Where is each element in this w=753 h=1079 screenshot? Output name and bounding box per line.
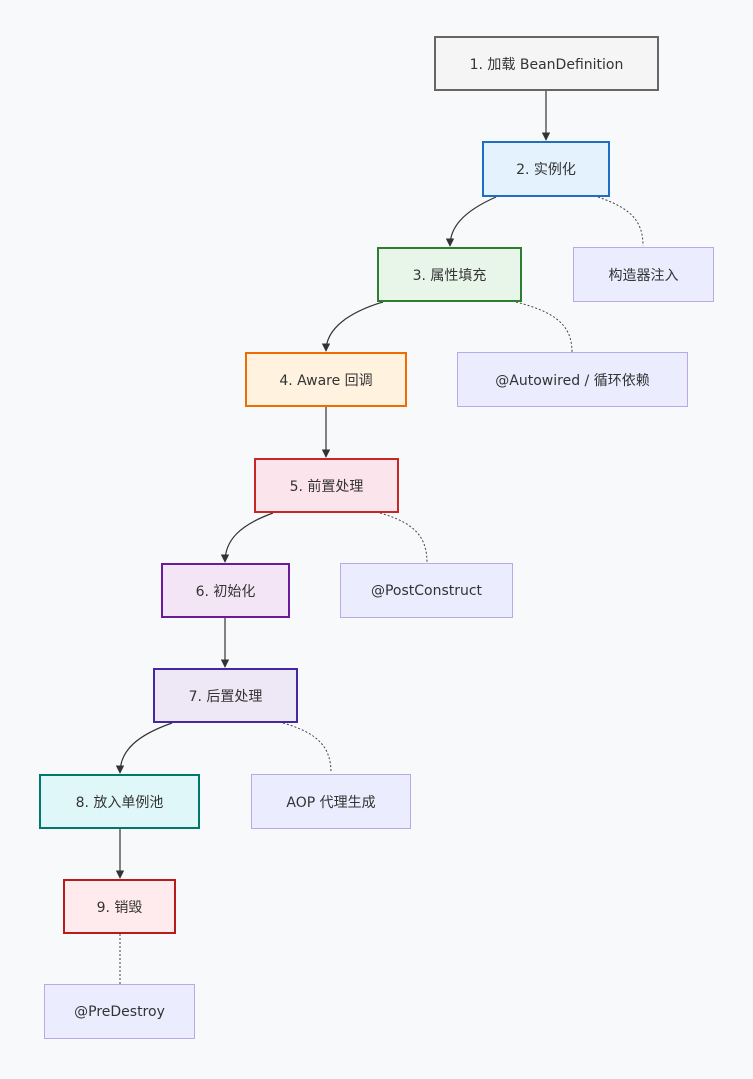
note-autowired-circular: @Autowired / 循环依赖	[457, 352, 688, 407]
step-init: 6. 初始化	[161, 563, 290, 618]
note-predestroy: @PreDestroy	[44, 984, 195, 1039]
edge-preprocess-to-init	[220, 512, 274, 563]
link-populate-autowired	[515, 301, 573, 353]
edge-instantiate-to-populate	[445, 196, 497, 247]
edge-postprocess-to-pool	[115, 722, 173, 774]
step-aware: 4. Aware 回调	[245, 352, 407, 407]
step-load: 1. 加载 BeanDefinition	[434, 36, 659, 91]
link-preprocess-postconstruct	[379, 512, 428, 564]
link-postprocess-aop	[282, 722, 332, 774]
step-pre-process: 5. 前置处理	[254, 458, 399, 513]
step-singleton-pool: 8. 放入单例池	[39, 774, 200, 829]
step-post-process: 7. 后置处理	[153, 668, 298, 723]
link-instantiate-constructor	[597, 196, 644, 247]
edge-populate-to-aware	[321, 301, 384, 352]
step-instantiate: 2. 实例化	[482, 141, 610, 197]
note-aop-proxy: AOP 代理生成	[251, 774, 411, 829]
step-populate: 3. 属性填充	[377, 247, 522, 302]
note-constructor-injection: 构造器注入	[573, 247, 714, 302]
note-postconstruct: @PostConstruct	[340, 563, 513, 618]
step-destroy: 9. 销毁	[63, 879, 176, 934]
